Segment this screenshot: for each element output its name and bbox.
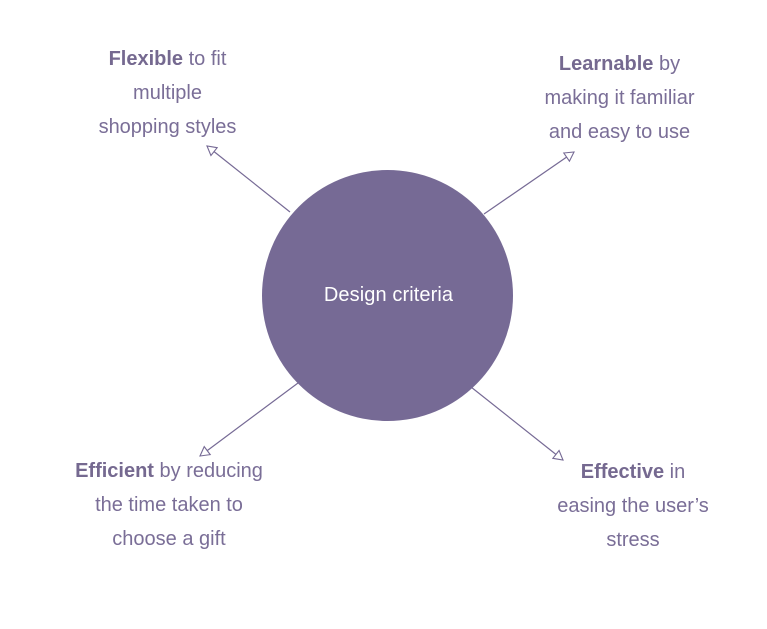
- criterion-efficient-line-1: Efficient by reducing: [56, 454, 282, 488]
- criterion-effective-line-1: Effective in: [538, 455, 728, 489]
- criterion-efficient: Efficient by reducing the time taken to …: [56, 454, 282, 556]
- criterion-flexible-line-1-rest: to fit: [183, 48, 227, 70]
- criterion-efficient-line-2: the time taken to: [95, 494, 243, 516]
- criterion-flexible-line-3: shopping styles: [98, 116, 237, 138]
- criterion-learnable-line-1: Learnable by: [522, 47, 717, 81]
- connector-efficient: [199, 382, 299, 457]
- connector-flexible: [206, 145, 291, 213]
- criterion-learnable-line-3: and easy to use: [548, 121, 691, 143]
- criterion-effective: Effective in easing the user’s stress: [538, 455, 728, 557]
- criterion-effective-line-3: stress: [606, 529, 660, 551]
- criterion-efficient-keyword: Efficient: [75, 460, 154, 482]
- criterion-learnable-line-1-rest: by: [653, 53, 681, 75]
- criterion-learnable-keyword: Learnable: [558, 53, 654, 75]
- design-criteria-label: Design criteria: [323, 284, 454, 306]
- connector-learnable: [483, 151, 575, 215]
- criterion-flexible: Flexible to fit multiple shopping styles: [80, 42, 255, 144]
- design-criteria-circle: Design criteria: [262, 170, 513, 421]
- criterion-efficient-line-1-rest: by reducing: [153, 460, 263, 482]
- criterion-learnable: Learnable by making it familiar and easy…: [522, 47, 717, 149]
- criterion-flexible-keyword: Flexible: [108, 48, 184, 70]
- connector-effective: [470, 386, 564, 461]
- criterion-effective-line-1-rest: in: [664, 461, 686, 483]
- criterion-effective-keyword: Effective: [580, 461, 665, 483]
- criterion-flexible-line-1: Flexible to fit: [80, 42, 255, 76]
- criterion-learnable-line-2: making it familiar: [544, 87, 695, 109]
- criterion-efficient-line-3: choose a gift: [112, 528, 226, 550]
- criterion-effective-line-2: easing the user’s: [557, 495, 709, 517]
- criterion-flexible-line-2: multiple: [133, 82, 202, 104]
